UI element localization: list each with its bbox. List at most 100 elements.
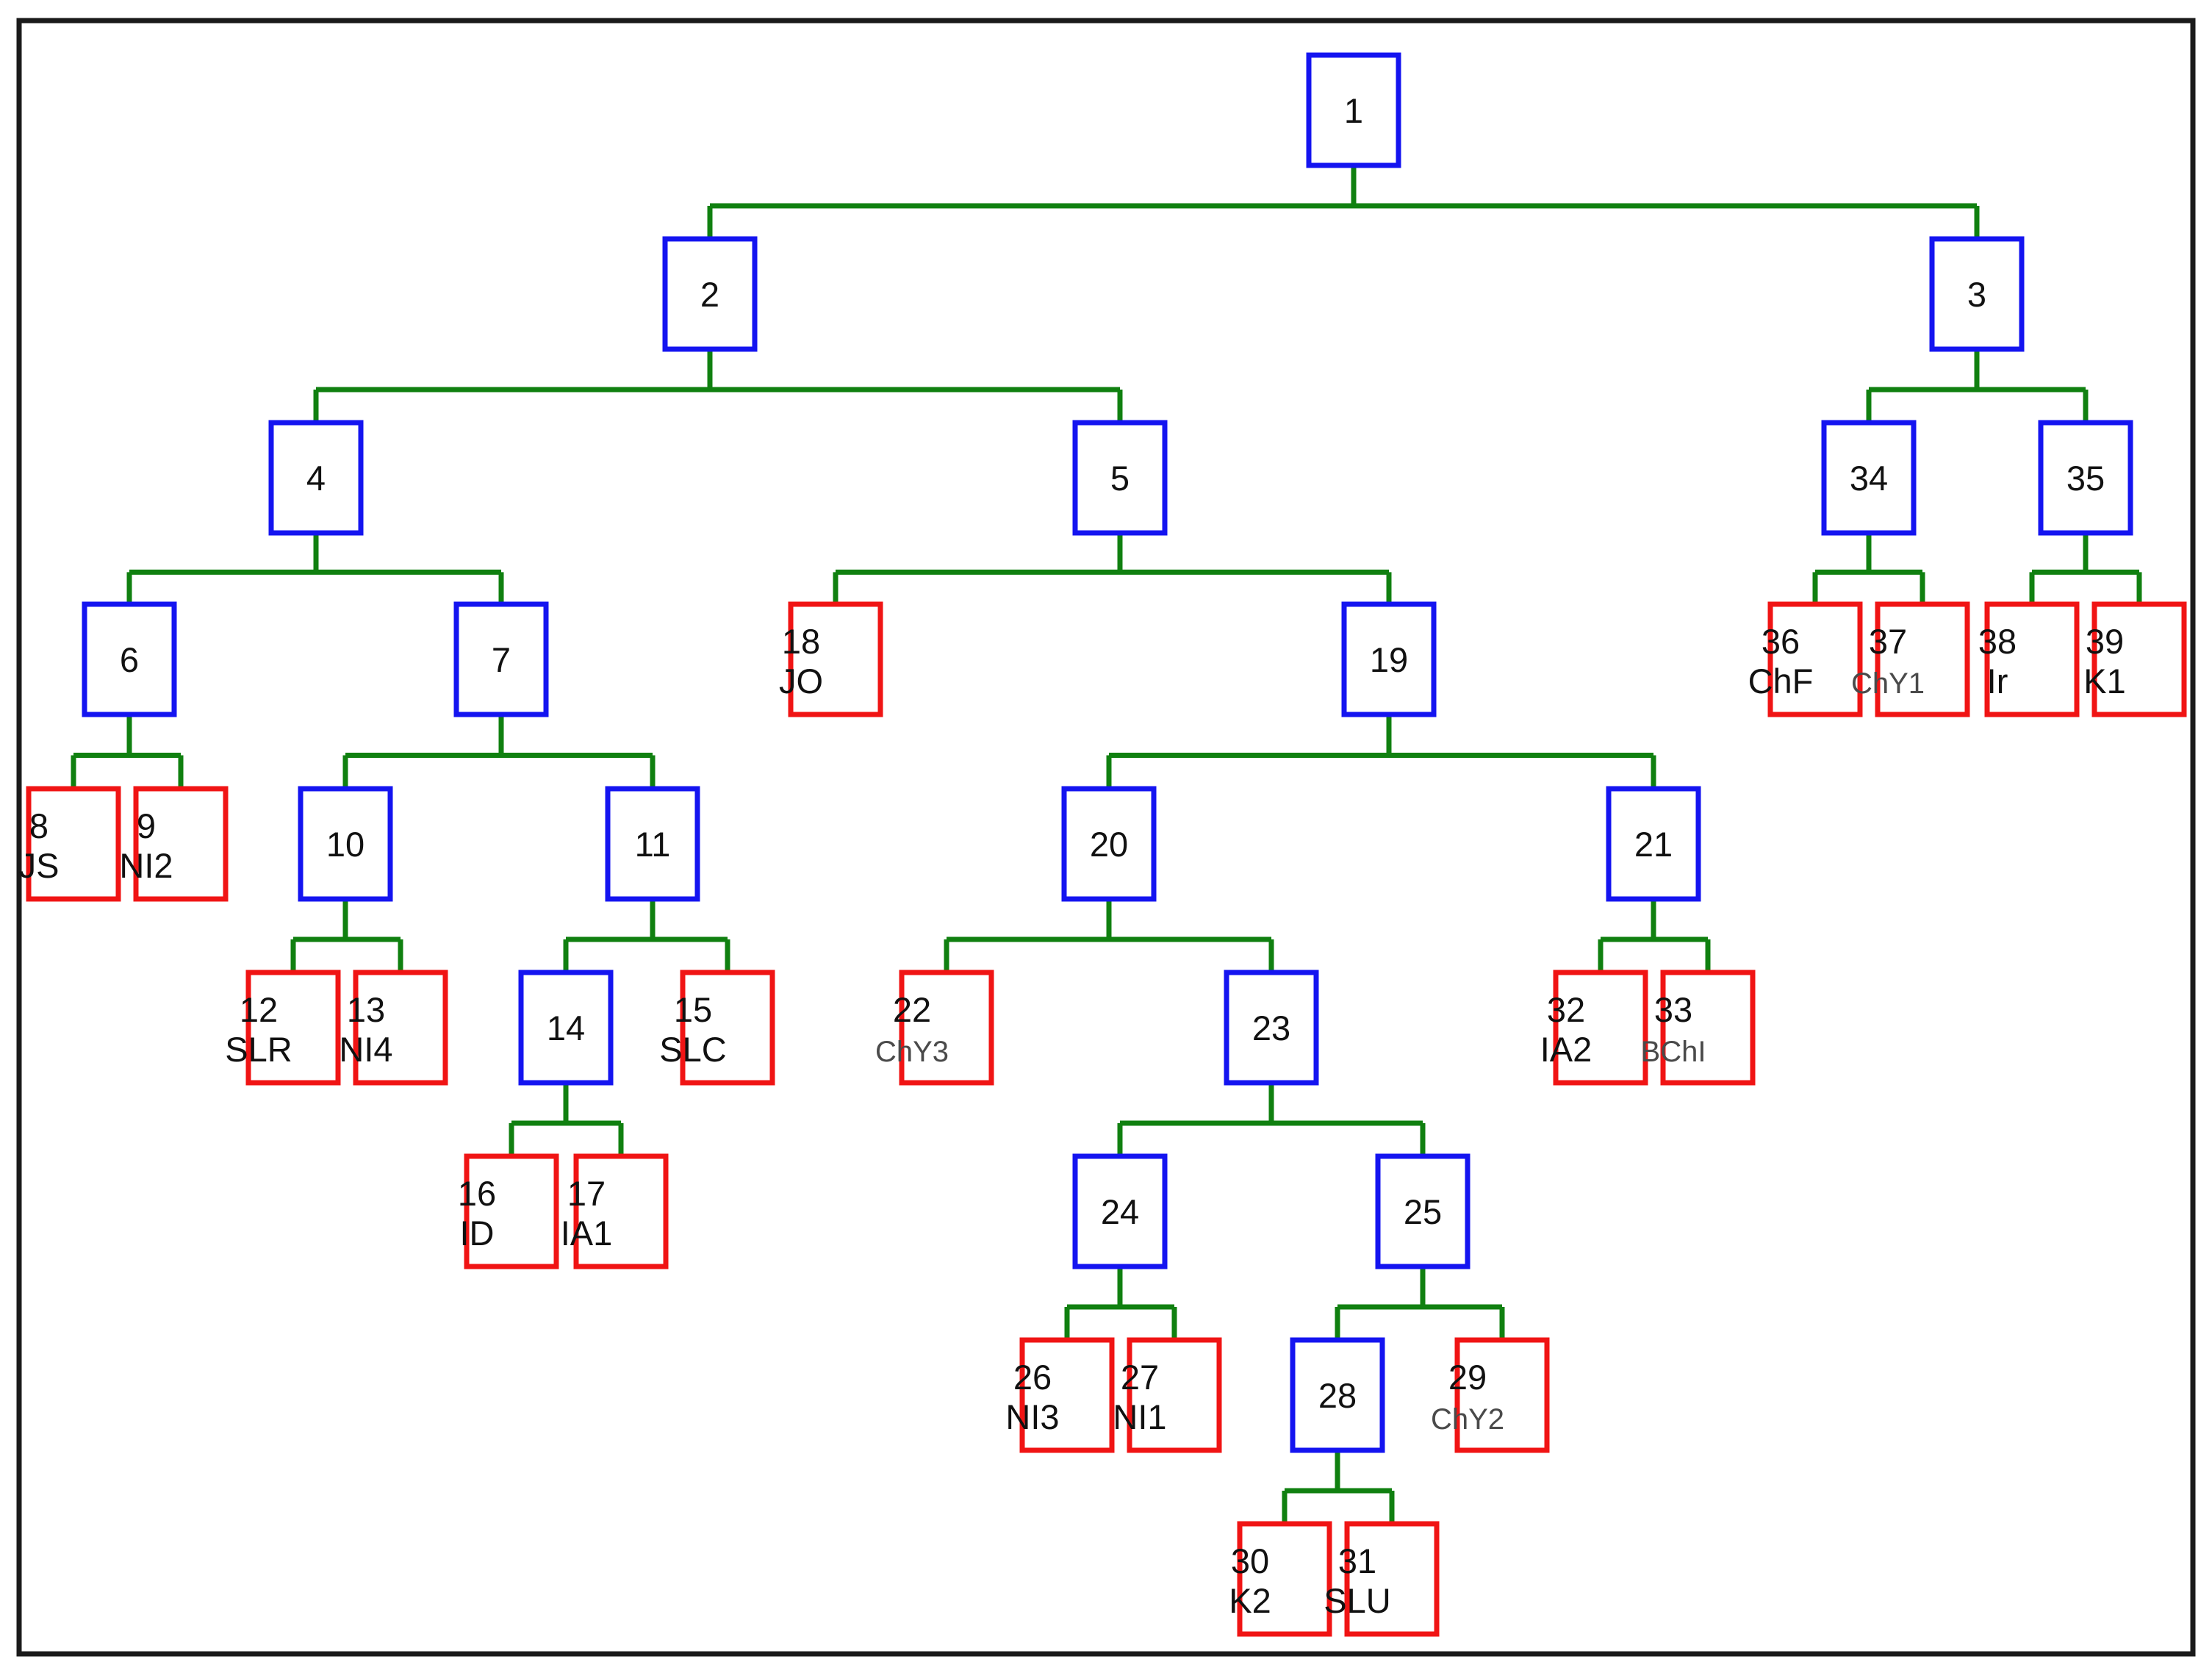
node-id-7: 7 (492, 640, 511, 679)
node-box-21[interactable] (1606, 786, 1701, 902)
node-box-4[interactable] (268, 420, 364, 536)
node-box-31[interactable] (1344, 1521, 1440, 1637)
node-label-13: NI4 (339, 1030, 392, 1069)
node-label-26: NI3 (1005, 1397, 1059, 1436)
node-35[interactable]: 35 (2038, 420, 2133, 536)
node-7[interactable]: 7 (453, 601, 549, 717)
node-box-26[interactable] (1019, 1337, 1115, 1453)
node-box-30[interactable] (1237, 1521, 1332, 1637)
node-id-31: 31 (1338, 1541, 1376, 1580)
edge-group-21 (1598, 899, 1711, 972)
node-box-12[interactable] (245, 970, 341, 1086)
node-2[interactable]: 2 (662, 236, 758, 352)
node-21[interactable]: 21 (1606, 786, 1701, 902)
node-box-6[interactable] (82, 601, 177, 717)
node-box-22[interactable] (899, 970, 994, 1086)
node-label-32: IA2 (1540, 1030, 1592, 1069)
node-box-16[interactable] (464, 1153, 559, 1269)
node-8[interactable]: 8JS (19, 786, 121, 902)
node-box-37[interactable] (1875, 601, 1970, 717)
node-box-1[interactable] (1306, 52, 1401, 168)
node-box-8[interactable] (26, 786, 121, 902)
node-box-23[interactable] (1224, 970, 1319, 1086)
node-24[interactable]: 24 (1072, 1153, 1168, 1269)
node-label-9: NI2 (119, 846, 173, 885)
node-box-3[interactable] (1929, 236, 2025, 352)
node-box-7[interactable] (453, 601, 549, 717)
node-box-39[interactable] (2091, 601, 2187, 717)
edge-group-24 (1064, 1267, 1177, 1340)
node-box-15[interactable] (680, 970, 775, 1086)
node-id-32: 32 (1547, 990, 1585, 1029)
node-label-39: K1 (2083, 662, 2126, 701)
node-34[interactable]: 34 (1821, 420, 1917, 536)
node-id-2: 2 (700, 275, 719, 314)
node-box-32[interactable] (1553, 970, 1648, 1086)
node-box-19[interactable] (1341, 601, 1437, 717)
edge-group-20 (944, 899, 1274, 972)
node-box-11[interactable] (605, 786, 700, 902)
node-3[interactable]: 3 (1929, 236, 2025, 352)
edge-group-5 (833, 533, 1392, 604)
node-box-34[interactable] (1821, 420, 1917, 536)
node-box-20[interactable] (1061, 786, 1157, 902)
node-10[interactable]: 10 (298, 786, 393, 902)
node-box-33[interactable] (1660, 970, 1756, 1086)
node-box-13[interactable] (353, 970, 448, 1086)
node-box-10[interactable] (298, 786, 393, 902)
node-box-9[interactable] (133, 786, 229, 902)
node-label-37: ChY1 (1851, 667, 1925, 700)
node-23[interactable]: 23 (1224, 970, 1319, 1086)
node-box-18[interactable] (788, 601, 883, 717)
node-14[interactable]: 14 (518, 970, 614, 1086)
node-box-2[interactable] (662, 236, 758, 352)
node-box-5[interactable] (1072, 420, 1168, 536)
node-box-17[interactable] (573, 1153, 669, 1269)
node-box-38[interactable] (1984, 601, 2080, 717)
node-id-33: 33 (1654, 990, 1692, 1029)
node-25[interactable]: 25 (1375, 1153, 1471, 1269)
node-6[interactable]: 6 (82, 601, 177, 717)
node-box-25[interactable] (1375, 1153, 1471, 1269)
edge-group-14 (509, 1083, 624, 1156)
node-id-6: 6 (120, 640, 139, 679)
node-box-14[interactable] (518, 970, 614, 1086)
edge-group-11 (563, 899, 730, 972)
node-box-24[interactable] (1072, 1153, 1168, 1269)
node-20[interactable]: 20 (1061, 786, 1157, 902)
node-box-35[interactable] (2038, 420, 2133, 536)
node-11[interactable]: 11 (605, 786, 700, 902)
node-label-30: K2 (1229, 1581, 1271, 1620)
node-4[interactable]: 4 (268, 420, 364, 536)
node-19[interactable]: 19 (1341, 601, 1437, 717)
node-5[interactable]: 5 (1072, 420, 1168, 536)
node-box-36[interactable] (1767, 601, 1863, 717)
node-id-35: 35 (2066, 459, 2105, 498)
node-box-28[interactable] (1290, 1337, 1385, 1453)
edge-group-2 (313, 349, 1123, 423)
node-28[interactable]: 28 (1290, 1337, 1385, 1453)
node-1[interactable]: 1 (1306, 52, 1401, 168)
node-box-27[interactable] (1127, 1337, 1222, 1453)
edge-group-4 (126, 533, 504, 604)
node-box-29[interactable] (1454, 1337, 1550, 1453)
